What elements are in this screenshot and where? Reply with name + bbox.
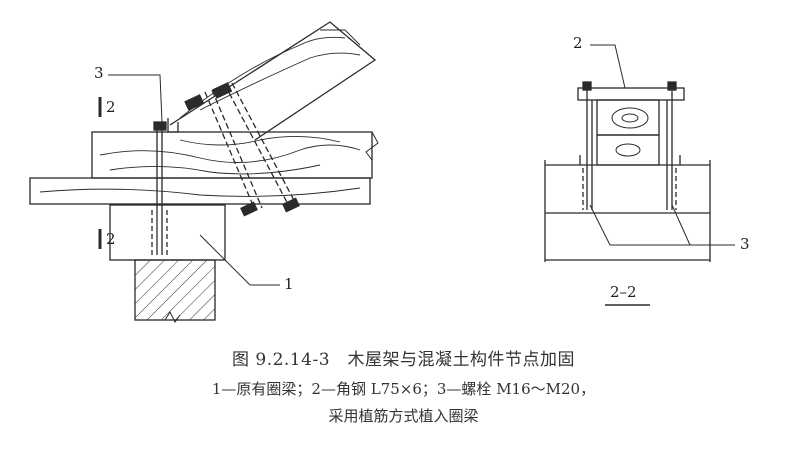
section-label-top: 2 (106, 98, 116, 116)
callout-3-left: 3 (94, 64, 104, 82)
angle-steel-anchor (151, 118, 179, 255)
callout-1: 1 (284, 275, 294, 293)
section-label-bottom: 2 (106, 230, 116, 248)
angle-steel-section (577, 87, 685, 101)
inclined-bolts (184, 82, 300, 217)
timber-section-lower (596, 134, 660, 166)
figure-legend-line1: 1—原有圈梁；2—角钢 L75×6；3—螺栓 M16～M20， (211, 380, 596, 398)
timber-top-chord (91, 131, 379, 179)
drawing-area: 3 2 2 1 2 3 2–2 (29, 21, 750, 323)
leader-3-right-b (671, 204, 691, 246)
inclined-rafter (169, 21, 377, 141)
section-title: 2–2 (610, 283, 637, 301)
figure-legend-line2: 采用植筋方式植入圈梁 (328, 407, 479, 425)
timber-bottom-chord (29, 177, 371, 205)
leader-2 (590, 44, 626, 89)
callout-2: 2 (573, 34, 583, 52)
detail-drawing (29, 21, 735, 323)
leader-3-left (108, 74, 163, 123)
figure-title: 图 9.2.14-3 木屋架与混凝土构件节点加固 (231, 350, 576, 370)
timber-section-upper (596, 99, 660, 136)
leader-1 (199, 234, 280, 286)
masonry-wall (134, 259, 216, 323)
left-elevation-view (29, 21, 379, 323)
callout-3-right: 3 (740, 235, 750, 253)
right-section-view (544, 44, 735, 306)
leader-3-right-a (589, 204, 735, 246)
